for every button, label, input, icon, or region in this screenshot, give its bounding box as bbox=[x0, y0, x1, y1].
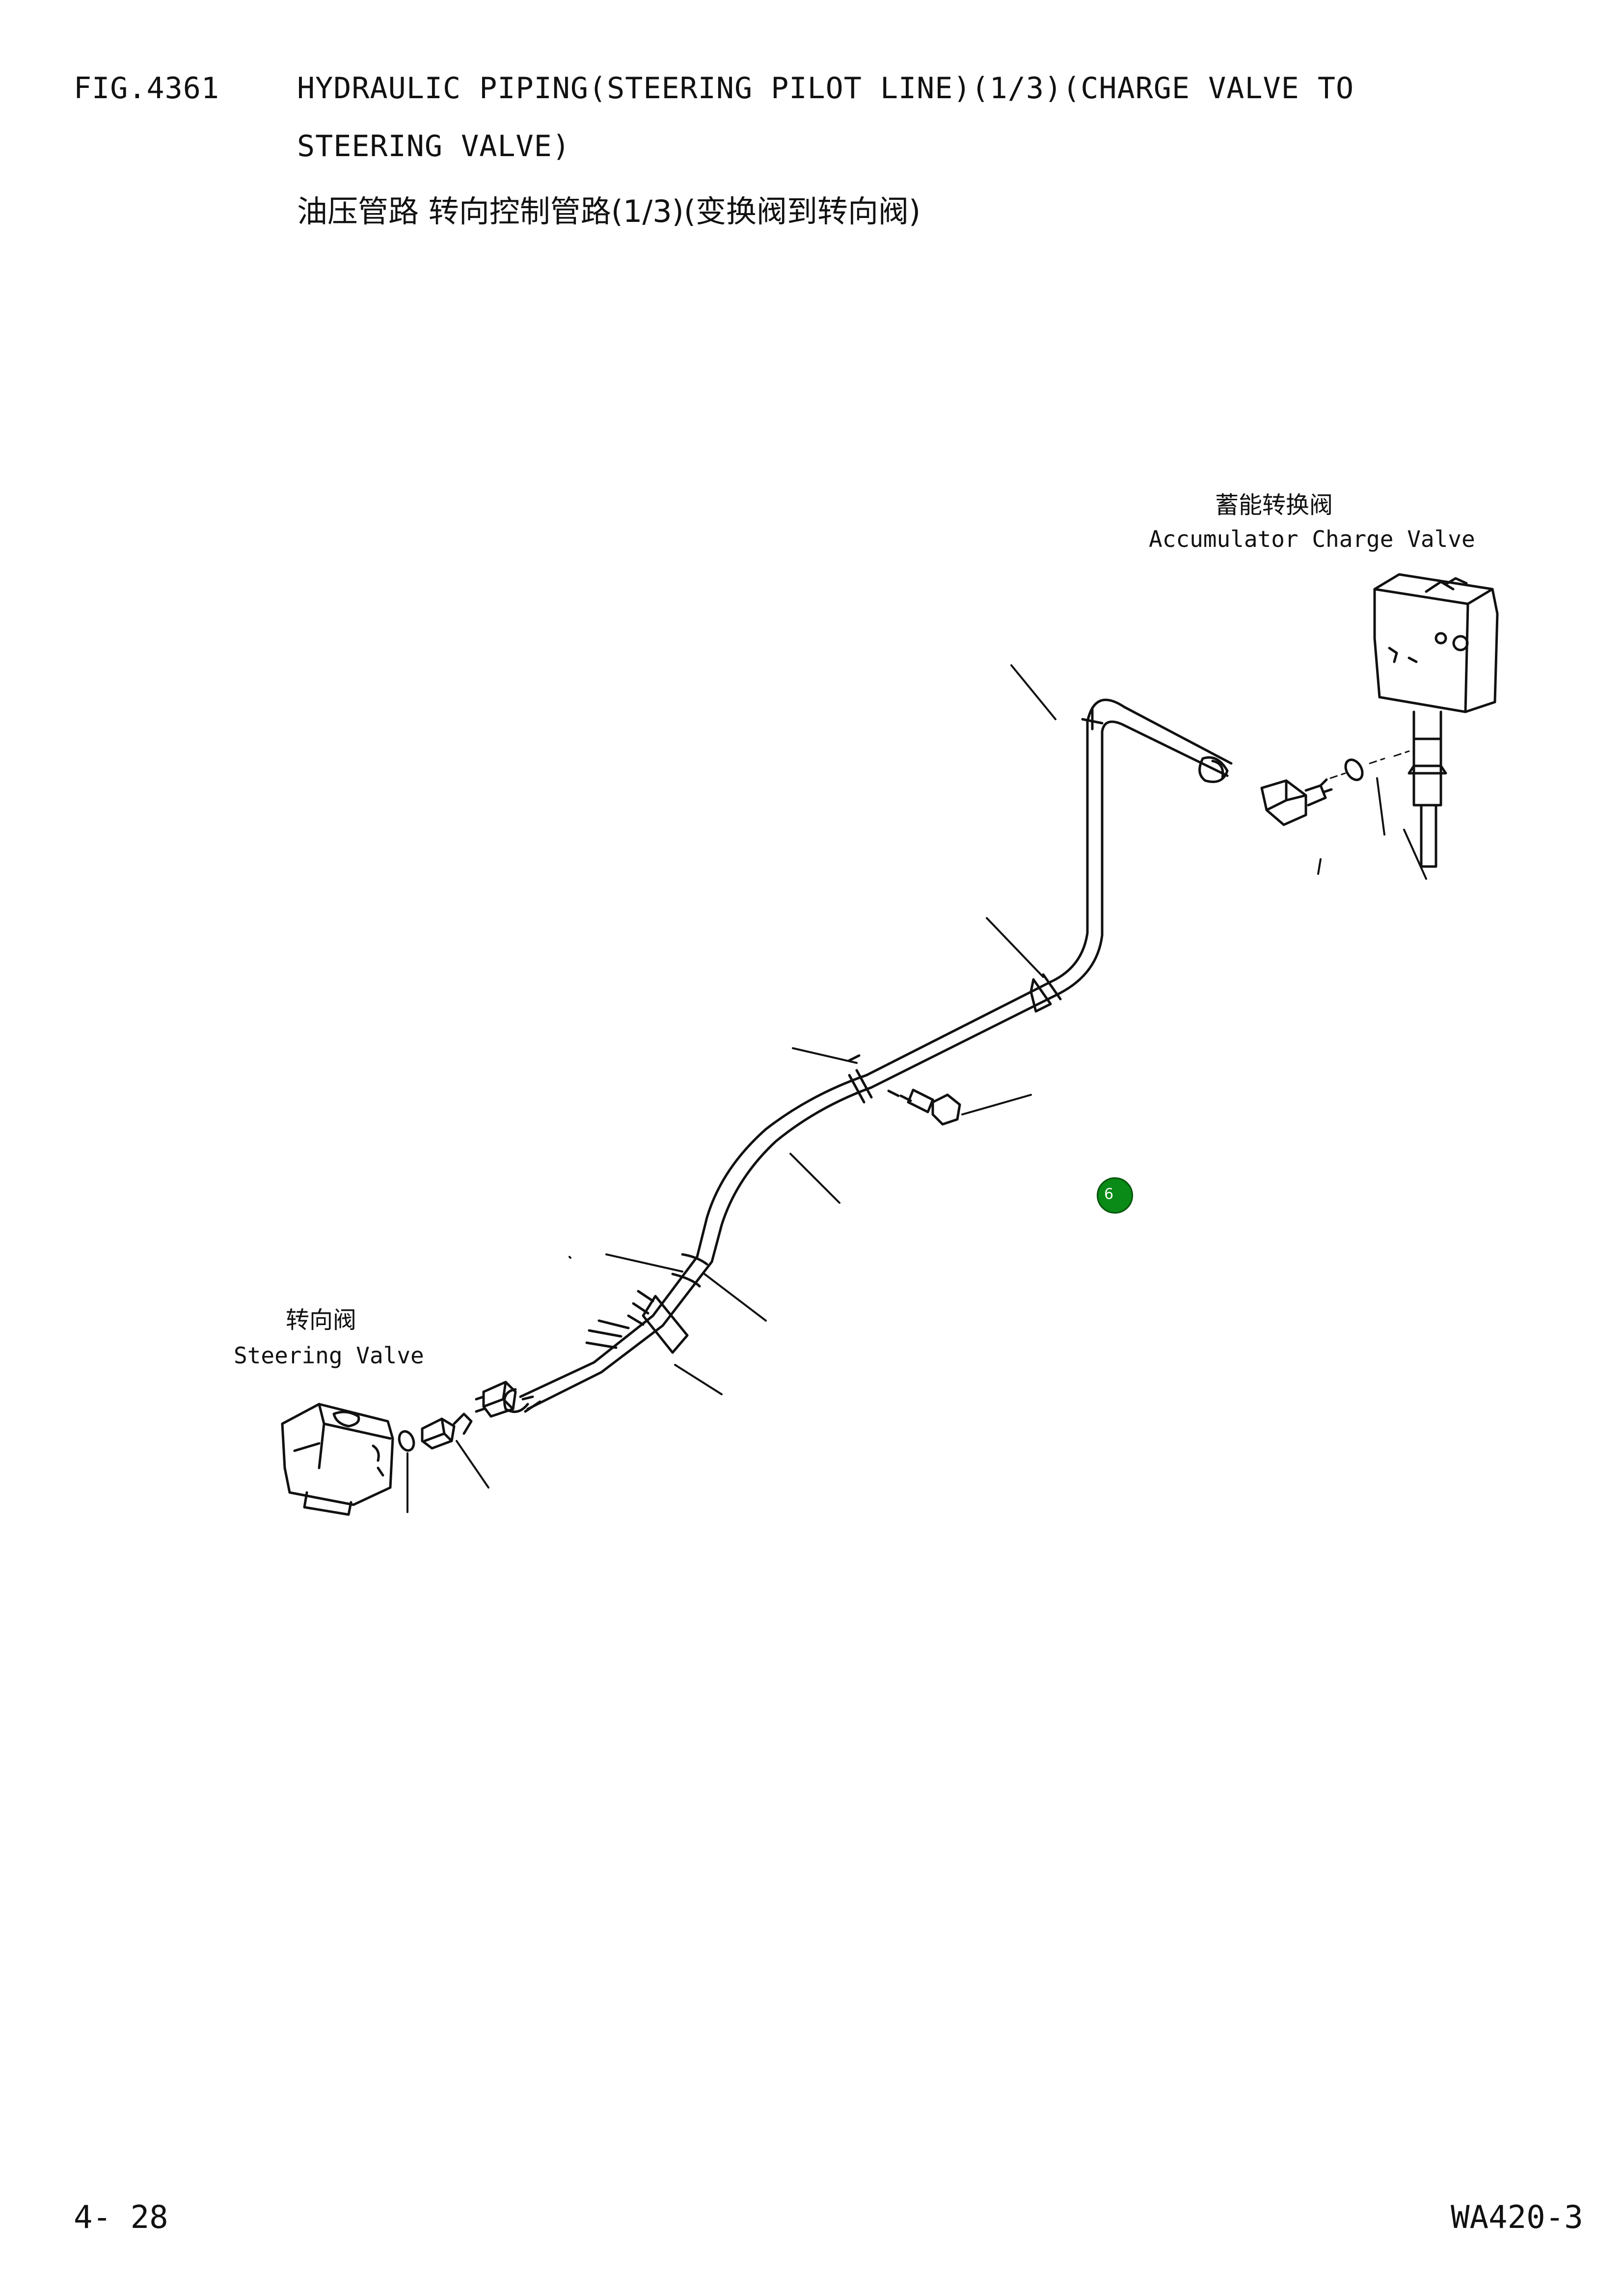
figure-title-line-2: STEERING VALVE) bbox=[297, 129, 570, 163]
mounting-bolt bbox=[887, 1088, 961, 1126]
steering-valve-o-ring bbox=[398, 1430, 415, 1452]
elbow-fitting bbox=[1260, 778, 1333, 826]
callout-6[interactable]: 6 bbox=[1097, 1177, 1133, 1214]
steering-pilot-pipe bbox=[503, 699, 1233, 1413]
steering-valve-label-cn: 转向阀 bbox=[286, 1306, 357, 1334]
steering-valve bbox=[281, 1403, 394, 1516]
figure-title-line-1: HYDRAULIC PIPING(STEERING PILOT LINE)(1/… bbox=[297, 71, 1354, 106]
charge-valve-o-ring bbox=[1344, 759, 1364, 781]
assembly-line bbox=[1329, 750, 1410, 779]
accumulator-charge-valve-label-cn: 蓄能转换阀 bbox=[1215, 491, 1333, 519]
hose-end-nut bbox=[475, 1381, 517, 1418]
steering-valve-label-en: Steering Valve bbox=[234, 1342, 424, 1369]
straight-connector bbox=[421, 1412, 473, 1450]
model-number: WA420-3 bbox=[1451, 2199, 1583, 2236]
accumulator-charge-valve-label-en: Accumulator Charge Valve bbox=[1149, 526, 1475, 552]
leader-lines bbox=[406, 664, 1427, 1513]
page-number: 4- 28 bbox=[74, 2199, 168, 2236]
figure-number: FIG.4361 bbox=[74, 71, 219, 106]
figure-title-chinese: 油压管路 转向控制管路(1/3)(变换阀到转向阀) bbox=[297, 193, 921, 229]
accumulator-charge-valve bbox=[1373, 573, 1499, 868]
